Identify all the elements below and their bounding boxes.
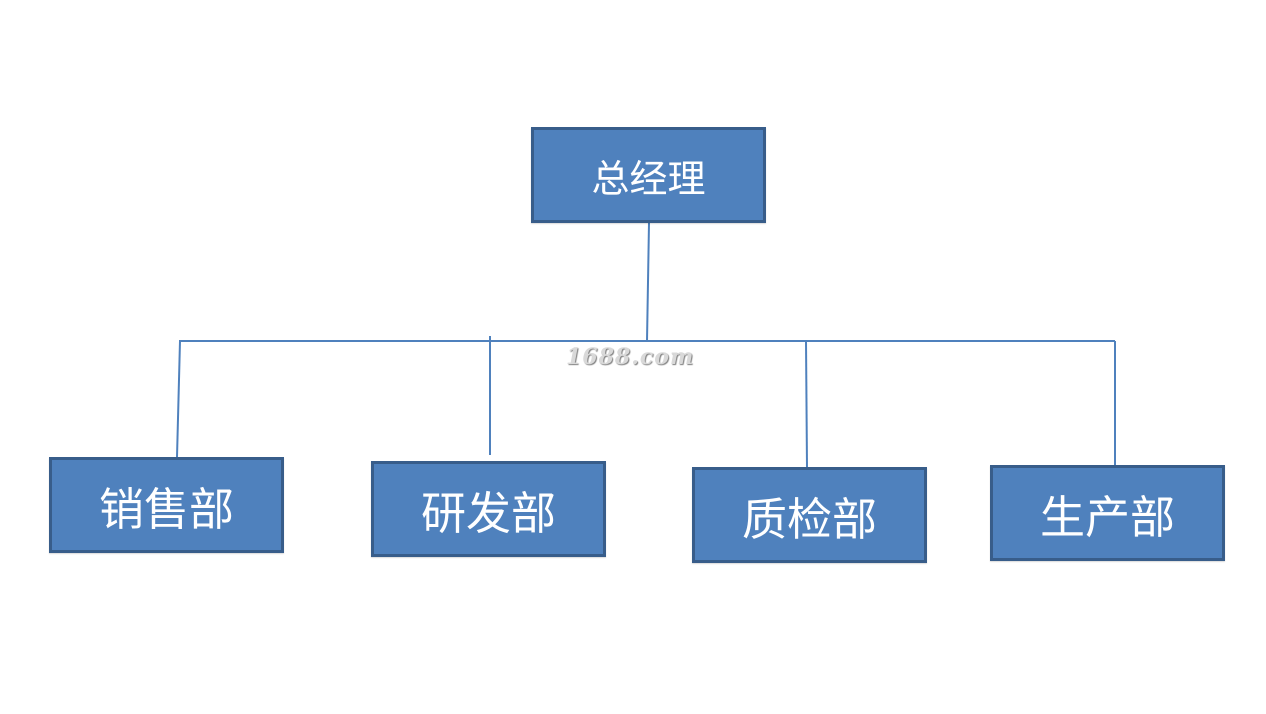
sales-department-label: 销售部 bbox=[98, 482, 234, 536]
sales-connector bbox=[176, 340, 181, 458]
rd-department-label: 研发部 bbox=[420, 486, 556, 540]
sales-department-node: 销售部 bbox=[49, 457, 284, 553]
root-connector bbox=[646, 222, 650, 342]
watermark-logo: 1688.com bbox=[566, 344, 695, 370]
general-manager-node: 总经理 bbox=[531, 127, 766, 223]
production-department-node: 生产部 bbox=[990, 465, 1225, 561]
rd-department-node: 研发部 bbox=[371, 461, 606, 557]
general-manager-label: 总经理 bbox=[591, 156, 706, 201]
qc-department-node: 质检部 bbox=[692, 467, 927, 563]
production-department-label: 生产部 bbox=[1039, 490, 1175, 544]
qc-department-label: 质检部 bbox=[741, 492, 877, 546]
qc-connector bbox=[805, 340, 808, 468]
